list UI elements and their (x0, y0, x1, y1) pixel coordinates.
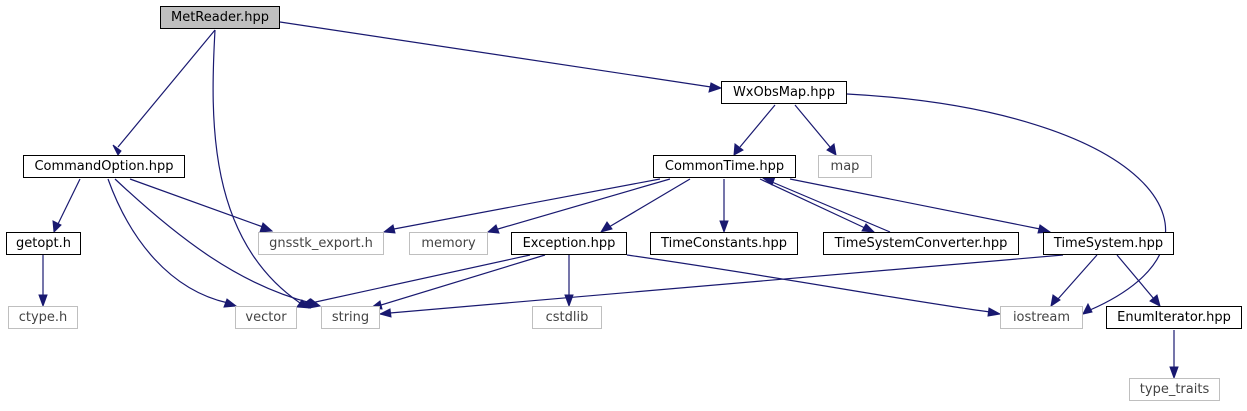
edge-line (771, 181, 891, 233)
edge-timesystemconverter-to-commontime (761, 176, 891, 233)
edge-line (129, 178, 264, 228)
edge-arrowhead (1149, 294, 1161, 307)
edge-arrowhead (52, 220, 62, 234)
edge-line (497, 178, 671, 230)
edge-commontime-to-exception (599, 178, 691, 233)
node-type-traits: type_traits (1129, 378, 1220, 401)
edge-arrowhead (382, 224, 396, 234)
edge-arrowhead (826, 143, 837, 156)
edge-exception-to-vector (299, 254, 531, 308)
edge-arrowhead (719, 220, 729, 234)
edge-arrowhead (378, 308, 392, 318)
edge-getopt-to-ctype (38, 255, 48, 308)
edge-line (794, 104, 831, 148)
edge-commandoption-to-gnsstk_export (129, 178, 274, 233)
edge-line (212, 29, 301, 304)
node-commandoption-hpp[interactable]: CommandOption.hpp (23, 155, 185, 178)
edge-commandoption-to-vector (107, 178, 238, 308)
edge-arrowhead (987, 307, 1002, 317)
node-timesystemconverter-hpp[interactable]: TimeSystemConverter.hpp (823, 232, 1019, 255)
edge-timesystem-to-enumiterator (1116, 254, 1161, 307)
node-wxobsmap-hpp[interactable]: WxObsMap.hpp (721, 81, 847, 104)
edge-exception-to-string (369, 254, 546, 310)
edge-line (608, 178, 691, 228)
edge-timesystem-to-iostream (1050, 254, 1098, 308)
edge-line (279, 21, 712, 88)
edge-line (114, 178, 312, 304)
edge-commontime-to-timesystemconverter (759, 178, 876, 233)
node-ctype-h: ctype.h (8, 306, 78, 329)
edge-arrowhead (38, 294, 48, 308)
node-string: string (321, 306, 380, 329)
edge-line (57, 178, 81, 225)
edge-line (393, 178, 661, 230)
edge-metreader-to-commandoption (112, 29, 216, 156)
node-commontime-hpp[interactable]: CommonTime.hpp (653, 155, 796, 178)
edge-line (789, 178, 1041, 230)
edge-line (739, 104, 776, 148)
edge-arrowhead (112, 144, 122, 156)
node-enumiterator-hpp[interactable]: EnumIterator.hpp (1106, 306, 1242, 329)
edge-commontime-to-timeconstants (719, 179, 729, 234)
node-iostream: iostream (1000, 306, 1083, 329)
edge-commontime-to-gnsstk_export (382, 178, 661, 234)
node-memory: memory (409, 232, 488, 255)
node-exception-hpp[interactable]: Exception.hpp (511, 232, 627, 255)
node-gnsstk-export-h: gnsstk_export.h (258, 232, 384, 255)
node-timeconstants-hpp[interactable]: TimeConstants.hpp (650, 232, 798, 255)
edge-line (310, 254, 531, 304)
edge-wxobsmap-to-map (794, 104, 837, 156)
node-metreader-hpp[interactable]: MetReader.hpp (160, 6, 280, 29)
edge-arrowhead (1050, 294, 1061, 308)
edge-line (380, 254, 546, 306)
edge-line (759, 178, 866, 229)
edge-arrowhead (223, 298, 238, 308)
edge-arrowhead (486, 224, 500, 234)
node-getopt-h[interactable]: getopt.h (6, 232, 81, 255)
edge-metreader-to-wxobsmap (279, 21, 723, 93)
edge-arrowhead (299, 298, 313, 308)
edge-arrowhead (861, 223, 876, 233)
edge-line (389, 254, 1064, 314)
edge-line (846, 93, 1167, 311)
edge-arrowhead (259, 222, 274, 233)
node-vector: vector (235, 306, 297, 329)
edge-arrowhead (564, 294, 574, 308)
edge-commontime-to-memory (486, 178, 671, 234)
node-map: map (818, 155, 872, 178)
edge-wxobsmap-to-iostream (846, 93, 1167, 315)
edge-arrowhead (733, 143, 744, 156)
edge-enumiterator-to-type_traits (1169, 330, 1179, 380)
edge-arrowhead (708, 82, 723, 93)
edge-line (626, 254, 991, 313)
node-timesystem-hpp[interactable]: TimeSystem.hpp (1043, 232, 1174, 255)
edge-line (1057, 254, 1098, 300)
edge-line (117, 29, 216, 148)
node-cstdlib: cstdlib (532, 306, 602, 329)
edge-arrowhead (599, 221, 613, 233)
edge-commandoption-to-getopt (52, 178, 81, 234)
edge-exception-to-iostream (626, 254, 1002, 317)
edge-wxobsmap-to-commontime (733, 104, 776, 156)
edge-line (1116, 254, 1155, 300)
edge-arrowhead (1169, 366, 1179, 380)
edge-metreader-to-string (212, 29, 312, 309)
edge-line (107, 178, 229, 304)
edge-arrowhead (1082, 302, 1093, 315)
edge-timesystem-to-string (378, 254, 1064, 318)
